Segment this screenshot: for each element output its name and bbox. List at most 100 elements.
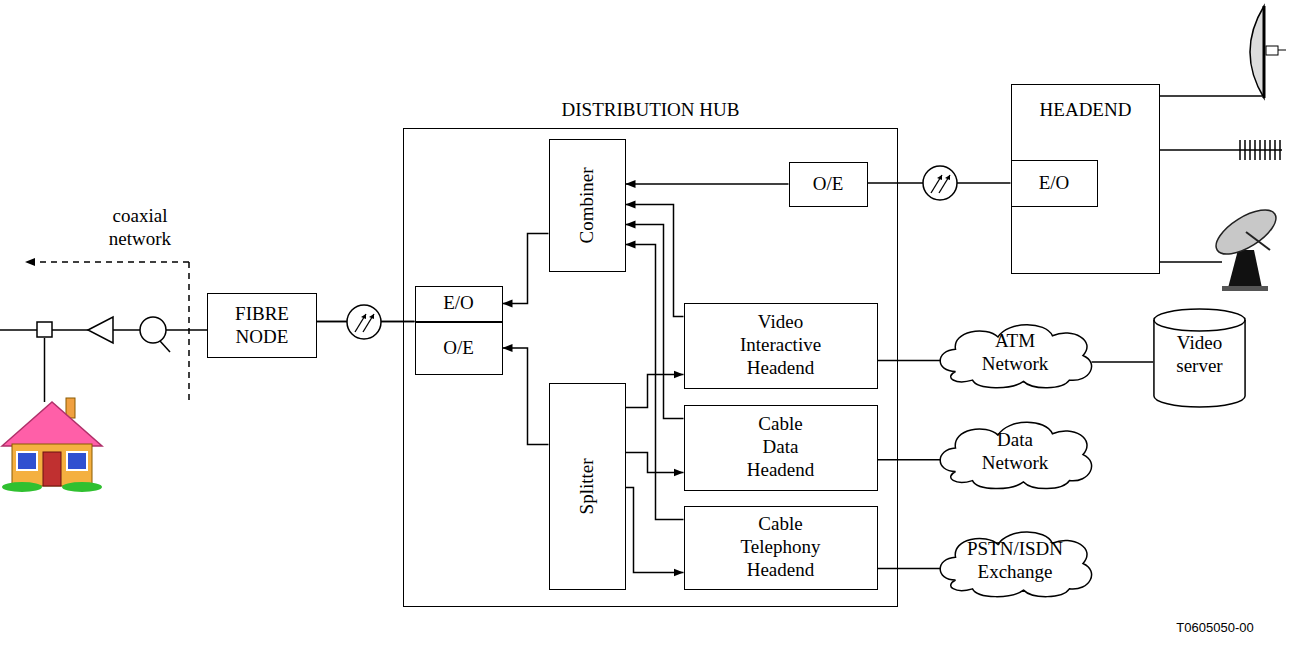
node-label: Splitter [576, 458, 599, 514]
connector [878, 459, 942, 461]
coax-arrow [25, 261, 189, 263]
node-label: Cable Data Headend [747, 413, 815, 481]
fibre-link-symbol [923, 166, 957, 200]
connector [503, 234, 549, 304]
feed-line [1160, 261, 1222, 263]
yagi-antenna [1274, 140, 1276, 160]
connector [626, 225, 684, 419]
hub-frame: DISTRIBUTION HUBCombinerO/EE/OO/ESplitte… [403, 128, 898, 607]
yagi-antenna [1254, 140, 1256, 160]
yagi-antenna [1244, 140, 1246, 160]
node-label: Video server [1176, 332, 1222, 378]
yagi-antenna [1249, 140, 1251, 160]
splitter-symbol [140, 317, 166, 343]
converter-box: O/E [415, 322, 503, 375]
connector [626, 488, 684, 573]
connector [878, 568, 942, 570]
dish-feed [1266, 46, 1278, 55]
dish-base [1222, 286, 1268, 291]
region-label: coaxial network [95, 205, 185, 251]
house-grass [62, 482, 102, 492]
connector [878, 360, 942, 362]
node-label: O/E [443, 337, 474, 360]
fibre-node-box: FIBRE NODE [207, 293, 317, 358]
dish-reflector [1209, 201, 1283, 262]
cylinder-outline [1154, 309, 1245, 407]
cloud-outline [940, 325, 1091, 388]
server-cylinder: Video server [1153, 308, 1246, 408]
fibre-link-symbol [361, 314, 374, 319]
node-label: HEADEND [1040, 99, 1132, 122]
connector [626, 245, 684, 520]
connector [626, 183, 789, 185]
node-label: E/O [1039, 172, 1070, 195]
connector [626, 453, 684, 473]
headend-box: Cable Data Headend [684, 405, 878, 491]
dish-stand [1228, 250, 1262, 288]
node-label: ATM Network [982, 330, 1048, 376]
fibre-link-symbol [347, 305, 381, 339]
node-label: Data Network [982, 429, 1048, 475]
house-window [17, 452, 37, 470]
headend-box: Cable Telephony Headend [684, 506, 878, 590]
node-label: O/E [813, 173, 844, 196]
cylinder-outline [1154, 320, 1245, 331]
connector [626, 205, 684, 317]
node-label: Combiner [576, 167, 599, 243]
feed-line [1160, 149, 1282, 151]
boundary-dash [188, 262, 190, 400]
connector [503, 348, 549, 445]
house-roof [2, 402, 102, 446]
drop-cable [44, 338, 46, 402]
node-label: Cable Telephony Headend [741, 513, 821, 581]
figure-code: T0605050-00 [1176, 620, 1253, 635]
region-label: coaxial network [109, 205, 171, 251]
splitter-box: Splitter [549, 383, 626, 590]
splitter-symbol [160, 341, 170, 352]
dish-reflector [1250, 6, 1264, 98]
connector [626, 375, 684, 408]
node-label: PSTN/ISDN Exchange [967, 538, 1063, 584]
converter-box: O/E [789, 162, 868, 207]
house-grass [2, 482, 42, 492]
yagi-antenna [1269, 140, 1271, 160]
dish-feed [1246, 232, 1270, 250]
satellite-dish [1250, 6, 1286, 98]
dish-feed [1278, 50, 1286, 51]
network-cloud: PSTN/ISDN Exchange [930, 523, 1100, 599]
headend-frame: HEADEND E/O [1011, 84, 1160, 274]
yagi-antenna [1240, 140, 1280, 160]
tap-symbol [37, 322, 52, 337]
dish-mount [1263, 6, 1266, 98]
combiner-box: Combiner [549, 139, 626, 272]
connector [1092, 361, 1154, 363]
figure-code: T0605050-00 [1160, 620, 1270, 635]
node-label: DISTRIBUTION HUB [404, 99, 897, 122]
node-label: FIBRE NODE [235, 303, 289, 349]
fibre-link-symbol [923, 166, 957, 200]
yagi-antenna [1259, 140, 1261, 160]
network-cloud: Data Network [930, 413, 1100, 491]
house-window [67, 452, 87, 470]
amplifier-symbol [88, 317, 113, 343]
network-cloud: ATM Network [930, 316, 1100, 390]
cloud-outline [940, 532, 1091, 597]
feed-line [1160, 95, 1262, 97]
fibre-link-symbol [347, 305, 381, 339]
converter-box: E/O [415, 286, 503, 322]
ground-dish [1209, 201, 1283, 291]
yagi-antenna [1239, 140, 1241, 160]
house-icon [2, 398, 102, 492]
node-label: E/O [443, 292, 474, 315]
yagi-antenna [1264, 140, 1266, 160]
node-label: Video Interactive Headend [740, 311, 821, 379]
cloud-outline [940, 422, 1091, 488]
antenna-feeds [1160, 96, 1282, 262]
house-door [43, 452, 61, 486]
coaxial-network [0, 262, 207, 402]
house-wall [12, 444, 92, 486]
headend-box: Video Interactive Headend [684, 303, 878, 389]
converter-box: E/O [1011, 160, 1098, 207]
yagi-antenna [1279, 140, 1281, 160]
fibre-link-symbol [937, 175, 950, 180]
